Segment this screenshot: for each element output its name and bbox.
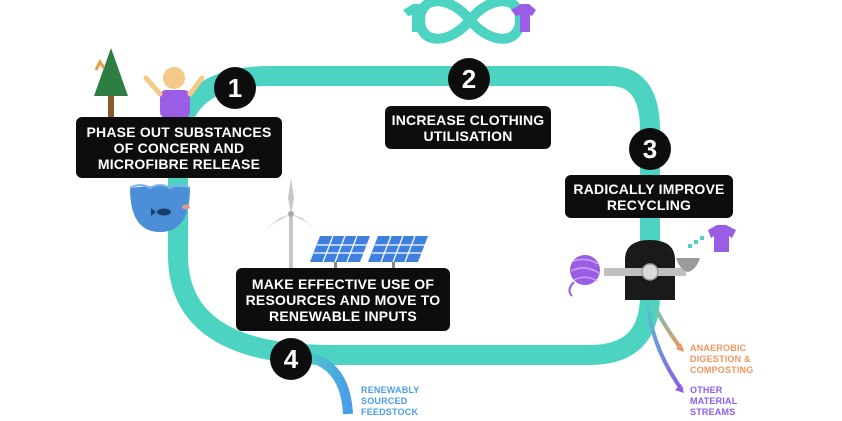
wind-turbine-icon xyxy=(262,178,318,274)
step-1-number: 1 xyxy=(214,67,256,109)
solar-panel-icon xyxy=(310,235,428,272)
step-4-label: MAKE EFFECTIVE USE OF RESOURCES AND MOVE… xyxy=(236,268,450,331)
recycling-machine-icon xyxy=(604,236,704,300)
person-icon xyxy=(143,67,205,118)
water-bowl-icon xyxy=(129,184,191,232)
yarn-ball-icon xyxy=(568,255,600,297)
step-3-label: RADICALLY IMPROVE RECYCLING xyxy=(565,175,733,218)
fish-icon xyxy=(151,208,171,216)
anaerobic-digestion-label: ANAEROBIC DIGESTION & COMPOSTING xyxy=(690,343,754,375)
renewable-feedstock-label: RENEWABLY SOURCED FEEDSTOCK xyxy=(361,385,420,417)
infinity-shirts-icon xyxy=(403,0,536,44)
tree-icon xyxy=(94,48,128,118)
step-2-label: INCREASE CLOTHING UTILISATION xyxy=(385,106,551,149)
other-material-streams-label: OTHER MATERIAL STREAMS xyxy=(690,385,738,417)
step-1-label: PHASE OUT SUBSTANCES OF CONCERN AND MICR… xyxy=(76,117,282,178)
shirt-icon xyxy=(708,225,736,252)
step-2-number: 2 xyxy=(448,58,490,100)
step-3-number: 3 xyxy=(629,128,671,170)
step-4-number: 4 xyxy=(270,338,312,380)
branch-anaerobic xyxy=(650,299,684,352)
branch-other-material xyxy=(646,299,684,392)
